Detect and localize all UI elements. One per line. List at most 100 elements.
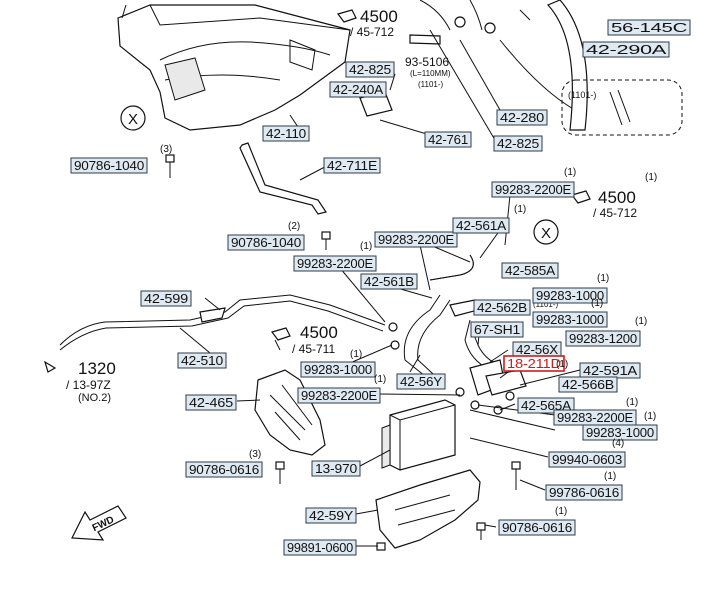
quantity-label: (1) [591,298,603,309]
part-label-box[interactable] [329,81,387,98]
part-label-42-566b[interactable]: 42-566B [558,376,618,393]
part-label-42-599[interactable]: 42-599 [140,290,192,307]
part-label-box[interactable] [532,311,608,328]
part-label-99283-2200ed[interactable]: 99283-2200E [297,387,381,404]
quantity-label: (1) [635,316,647,327]
part-label-99786-0616[interactable]: 99786-0616 [545,484,623,501]
part-label-42-465[interactable]: 42-465 [185,394,237,411]
part-label-99283-2200ec[interactable]: 99283-2200E [293,255,377,272]
part-label-18-211d[interactable]: 18-211D [503,355,565,372]
part-label-text: 99786-0616 [549,486,619,500]
part-label-text: 42-711E [327,159,377,173]
part-label-box[interactable] [607,19,691,36]
part-label-box[interactable] [548,451,626,468]
part-label-90786-0616b[interactable]: 90786-0616 [498,519,576,536]
quantity-label: (1) [555,506,567,517]
part-label-42-290a[interactable]: 42-290A [582,41,670,58]
part-label-box[interactable] [300,361,376,378]
part-label-99940-0603[interactable]: 99940-0603 [548,451,626,468]
part-label-99283-2200eb[interactable]: 99283-2200E [374,231,458,248]
part-label-42-56y[interactable]: 42-56Y [396,373,446,390]
part-label-box[interactable] [262,125,310,142]
part-label-42-510[interactable]: 42-510 [177,352,227,369]
part-label-box[interactable] [360,273,418,290]
hose-assembly-drawing [388,254,527,415]
part-label-42-562b[interactable]: 42-562B [473,299,531,316]
part-label-text: 99283-1000 [586,426,654,440]
part-label-text: 42-56Y [400,375,443,389]
part-label-box[interactable] [470,321,524,338]
part-label-box[interactable] [311,460,361,477]
part-label-box[interactable] [491,181,575,198]
part-label-box[interactable] [501,262,559,279]
bracket-drawing [375,469,481,549]
part-label-box[interactable] [185,461,263,478]
part-label-42-280[interactable]: 42-280 [496,109,548,126]
part-label-99283-2200ea[interactable]: 99283-2200E [491,181,575,198]
part-label-42-825b[interactable]: 42-825 [493,135,543,152]
part-label-text: 99940-0603 [552,453,622,467]
part-label-box[interactable] [493,135,543,152]
part-label-box[interactable] [396,373,446,390]
part-label-box[interactable] [503,355,565,372]
part-label-99283-1200[interactable]: 99283-1200 [565,330,641,347]
part-label-99283-1000d[interactable]: 99283-1000 [582,424,658,441]
part-label-box[interactable] [297,387,381,404]
part-label-99283-2200ee[interactable]: 99283-2200E [553,409,637,426]
part-label-box[interactable] [140,290,192,307]
part-label-99283-1000a[interactable]: 99283-1000 [532,287,608,304]
part-label-90786-1040a[interactable]: 90786-1040 [70,157,148,174]
part-label-box[interactable] [582,424,658,441]
part-label-box[interactable] [305,507,357,524]
part-label-42-59y[interactable]: 42-59Y [305,507,357,524]
part-label-box[interactable] [177,352,227,369]
part-label-box[interactable] [424,131,472,148]
part-label-box[interactable] [227,234,305,251]
part-label-text: 99283-1000 [304,363,372,377]
quantity-label: (1) [597,273,609,284]
part-label-99283-1000c[interactable]: 99283-1000 [300,361,376,378]
ref-no2: (NO.2) [78,392,111,404]
part-label-box[interactable] [558,376,618,393]
part-label-box[interactable] [582,41,670,58]
part-label-text: 42-290A [586,43,667,57]
part-label-box[interactable] [185,394,237,411]
part-label-42-711e[interactable]: 42-711E [323,157,381,174]
part-label-box[interactable] [473,299,531,316]
part-label-42-561b[interactable]: 42-561B [360,273,418,290]
part-label-box[interactable] [498,519,576,536]
part-label-99283-1000b[interactable]: 99283-1000 [532,311,608,328]
ref-x-marker-1-text: X [128,111,138,128]
part-label-13-970[interactable]: 13-970 [311,460,361,477]
part-label-90786-1040b[interactable]: 90786-1040 [227,234,305,251]
note-1101-a: (1101-) [418,80,444,89]
part-label-67-sh1[interactable]: 67-SH1 [470,321,524,338]
part-label-box[interactable] [283,539,357,556]
part-label-box[interactable] [545,484,623,501]
part-label-90786-0616a[interactable]: 90786-0616 [185,461,263,478]
part-label-box[interactable] [565,330,641,347]
part-label-56-145c[interactable]: 56-145C [607,19,691,36]
part-label-42-56x[interactable]: 42-56X [512,341,562,358]
part-label-box[interactable] [323,157,381,174]
ref-1320: 1320 [78,359,116,378]
part-label-text: 42-825 [497,137,539,151]
part-label-text: 99283-1000 [536,289,604,303]
part-label-text: 13-970 [315,462,357,476]
part-label-box[interactable] [293,255,377,272]
part-label-42-761[interactable]: 42-761 [424,131,472,148]
part-label-42-591a[interactable]: 42-591A [579,362,641,379]
part-label-box[interactable] [345,61,395,78]
part-label-box[interactable] [374,231,458,248]
part-label-42-240a[interactable]: 42-240A [329,81,387,98]
part-label-42-110[interactable]: 42-110 [262,125,310,142]
part-label-box[interactable] [496,109,548,126]
part-label-box[interactable] [70,157,148,174]
part-label-box[interactable] [532,287,608,304]
part-label-box[interactable] [452,217,510,234]
part-label-42-825a[interactable]: 42-825 [345,61,395,78]
part-label-box[interactable] [517,397,575,414]
part-label-99891-0600[interactable]: 99891-0600 [283,539,357,556]
part-label-42-561a[interactable]: 42-561A [452,217,510,234]
part-label-42-585a[interactable]: 42-585A [501,262,559,279]
